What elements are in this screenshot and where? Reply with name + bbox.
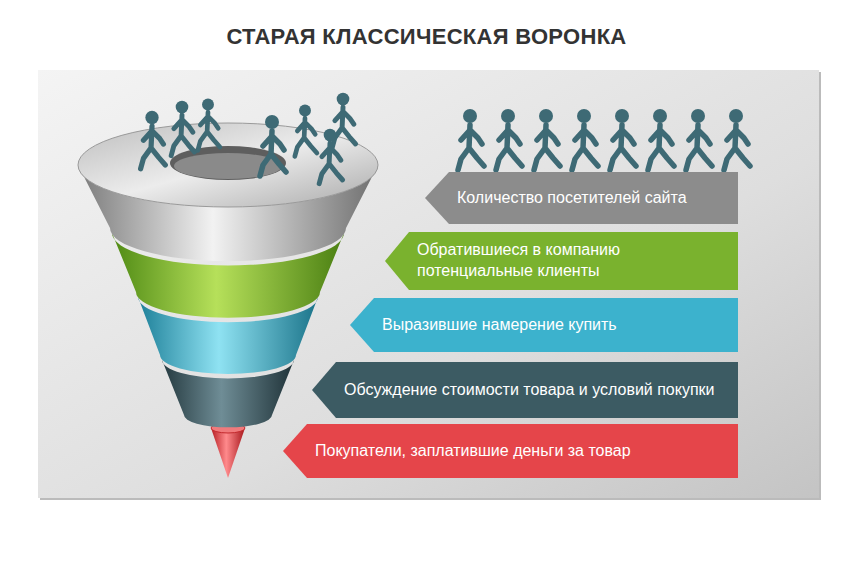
diagram-title: СТАРАЯ КЛАССИЧЕСКАЯ ВОРОНКА — [0, 24, 853, 50]
funnel-layer — [211, 428, 245, 478]
person-figure — [496, 109, 522, 170]
person-figure — [648, 109, 674, 170]
funnel-stage-band: Покупатели, заплатившие деньги за товар — [283, 424, 738, 478]
person-figure — [332, 93, 355, 148]
funnel-stage-band: Обратившиеся в компанию потенциальные кл… — [385, 232, 738, 290]
people-figures — [141, 93, 750, 184]
band-fill — [312, 362, 738, 418]
person-figure — [171, 101, 194, 156]
funnel-top-face — [78, 123, 378, 207]
person-figure — [319, 129, 342, 184]
band-fill — [350, 298, 738, 352]
person-figure — [295, 105, 317, 157]
title-text: СТАРАЯ КЛАССИЧЕСКАЯ ВОРОНКА — [226, 24, 626, 49]
person-figure — [534, 109, 560, 170]
person-figure — [458, 109, 484, 170]
funnel-stage-band: Обсуждение стоимости товара и условий по… — [312, 362, 738, 418]
band-fill — [385, 232, 738, 290]
person-figure — [572, 109, 598, 170]
band-fill — [283, 424, 738, 478]
band-fill — [425, 172, 738, 224]
stage-label: Обратившиеся в компанию потенциальные кл… — [385, 240, 738, 282]
person-figure — [198, 99, 220, 151]
funnel-stage-band: Количество посетителей сайта — [425, 172, 738, 224]
stage-label: Количество посетителей сайта — [425, 188, 738, 209]
funnel-stage-band: Выразившие намерение купить — [350, 298, 738, 352]
stage-label: Покупатели, заплатившие деньги за товар — [283, 441, 738, 462]
band-shape — [385, 232, 738, 290]
stage-label: Выразившие намерение купить — [350, 315, 738, 336]
person-figure — [686, 109, 712, 170]
stage-label: Обсуждение стоимости товара и условий по… — [312, 380, 738, 401]
person-figure — [610, 109, 636, 170]
panel-ground — [38, 70, 819, 498]
person-figure — [260, 115, 286, 176]
person-figure — [141, 111, 166, 169]
person-figure — [724, 109, 750, 170]
